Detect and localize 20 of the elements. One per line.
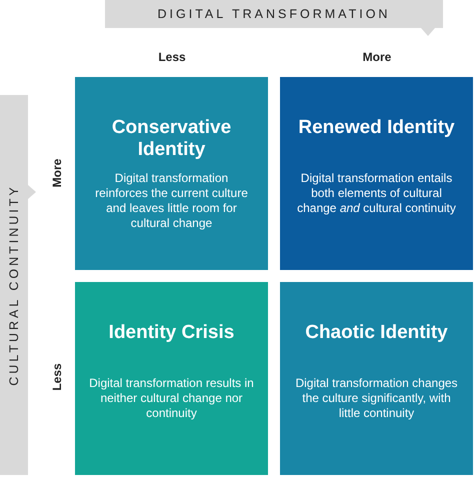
quadrant-heading: Chaotic Identity <box>304 322 449 344</box>
axis-banner <box>105 0 443 36</box>
quadrant-card <box>280 282 473 475</box>
axis-level-label: Less <box>158 50 186 64</box>
axis-level-label: More <box>50 158 64 188</box>
quadrant-description: Digital transformation entails both elements of cultural change and cultural continuity <box>296 171 457 216</box>
axis-level-label: More <box>362 50 392 64</box>
quadrant-description: Digital transformation changes the culture significantly, with little continuity <box>294 376 459 421</box>
axis-level-label: Less <box>50 363 64 391</box>
axis-banner <box>0 95 36 475</box>
axis-title: DIGITAL TRANSFORMATION <box>156 7 392 21</box>
quadrant-description: Digital transformation results in neither cultural change nor continuity <box>88 376 255 421</box>
quadrant-heading: Conservative Identity <box>110 117 232 161</box>
quadrant-description: Digital transformation reinforces the current culture and leaves little room for cultural change <box>94 171 249 231</box>
quadrant-card <box>75 77 268 270</box>
axis-title: CULTURAL CONTINUITY <box>7 184 21 386</box>
quadrant-card <box>280 77 473 270</box>
quadrant-card <box>75 282 268 475</box>
quadrant-heading: Renewed Identity <box>297 117 456 139</box>
quadrant-heading: Identity Crisis <box>108 322 236 344</box>
